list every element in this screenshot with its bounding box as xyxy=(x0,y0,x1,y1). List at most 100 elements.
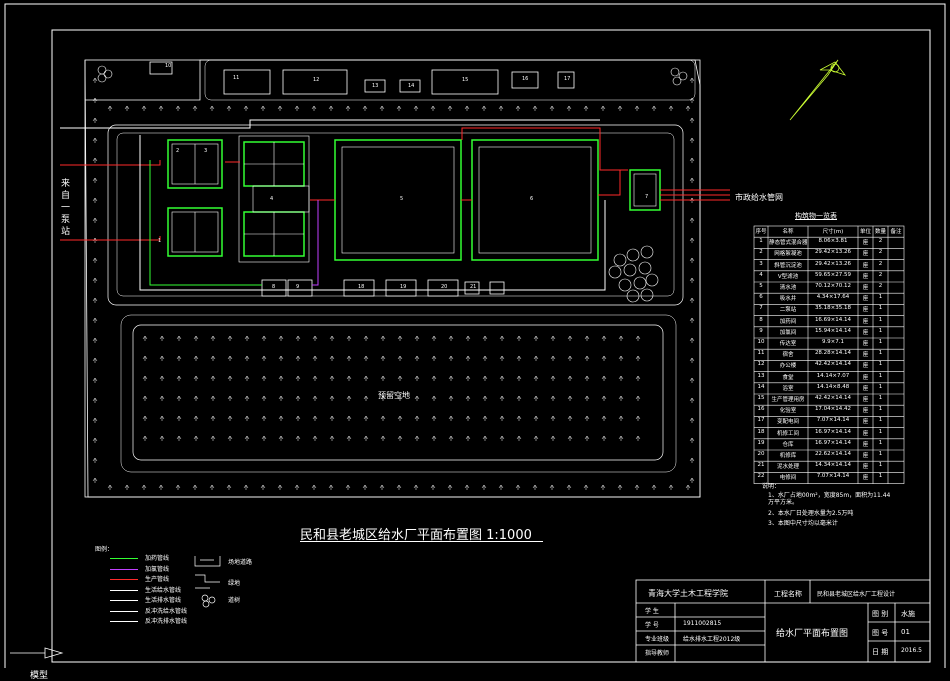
tree-mark xyxy=(244,375,250,381)
tree-mark xyxy=(515,484,521,490)
tree-mark xyxy=(634,484,640,490)
table-header-cell: 单位 xyxy=(859,229,871,235)
tree-mark xyxy=(192,484,198,490)
table-cell: 9 xyxy=(759,327,763,334)
tree-mark xyxy=(448,435,454,441)
table-cell: 17 xyxy=(757,417,765,424)
inlet-pipe-1 xyxy=(60,160,161,166)
table-cell: 1 xyxy=(878,473,883,480)
table-cell: 70.12×70.12 xyxy=(814,283,852,289)
tree-mark xyxy=(92,177,98,183)
tree-mark xyxy=(413,484,419,490)
tree-mark xyxy=(107,484,113,490)
tree-mark xyxy=(516,435,522,441)
table-cell: 座 xyxy=(862,397,869,403)
tree-mark xyxy=(260,484,266,490)
tree-mark xyxy=(92,457,98,463)
table-cell: 17.04×14.42 xyxy=(814,406,852,413)
tree-mark xyxy=(689,277,695,283)
tree-mark xyxy=(210,395,216,401)
tree-mark xyxy=(92,257,98,263)
tree-mark xyxy=(244,335,250,341)
table-cell: 1 xyxy=(878,395,883,401)
table-cell: 座 xyxy=(862,240,869,247)
tree-mark xyxy=(175,484,181,490)
building-17 xyxy=(557,71,575,89)
legend-line xyxy=(110,579,138,580)
tree-mark xyxy=(261,335,267,341)
tree-mark xyxy=(92,397,98,403)
tree-mark xyxy=(142,355,148,361)
table-cell: 1 xyxy=(878,361,883,368)
tree-mark xyxy=(498,484,504,490)
tree-mark xyxy=(193,395,199,401)
tb-id-value: 1911002815 xyxy=(683,620,722,627)
tree-mark xyxy=(549,105,555,111)
table-cell: 29.42×13.26 xyxy=(814,249,852,256)
table-cell: 座 xyxy=(862,341,869,347)
table-cell: 7.07×14.14 xyxy=(816,417,850,424)
tree-mark xyxy=(583,484,589,490)
table-cell: 1 xyxy=(878,417,883,424)
tree-mark xyxy=(601,395,607,401)
table-cell: 6 xyxy=(759,294,763,301)
unit-number: 5 xyxy=(400,196,403,202)
tree-mark xyxy=(689,477,695,483)
tree-mark xyxy=(243,484,249,490)
table-cell: 静态管式混合器 xyxy=(769,240,807,247)
tree-mark xyxy=(567,415,573,421)
building-19 xyxy=(385,279,417,297)
table-cell: 电修间 xyxy=(779,475,797,482)
tree-mark xyxy=(142,435,148,441)
unit-number: 4 xyxy=(270,196,273,202)
tree-mark xyxy=(295,355,301,361)
tree-mark xyxy=(482,435,488,441)
table-cell: 2 xyxy=(878,238,883,245)
clearwell-1 xyxy=(334,139,462,261)
tree-mark xyxy=(92,217,98,223)
table-cell: 座 xyxy=(862,251,869,258)
tree-mark xyxy=(176,395,182,401)
model-tab[interactable]: 模型 xyxy=(30,671,49,681)
table-cell: 16.97×14.14 xyxy=(814,428,852,435)
tree-mark xyxy=(380,435,386,441)
tree-mark xyxy=(481,484,487,490)
building-12 xyxy=(282,69,348,95)
table-cell: 16.97×14.14 xyxy=(814,439,852,446)
tree-mark xyxy=(176,375,182,381)
tb-project-label: 工程名称 xyxy=(774,590,802,598)
tree-mark xyxy=(277,105,283,111)
drain-pipe xyxy=(139,135,500,291)
note-3: 3、本图中尺寸均以毫米计 xyxy=(768,520,838,527)
top-road xyxy=(204,59,696,101)
tree-mark xyxy=(396,484,402,490)
inlet-label-2: 自 xyxy=(61,191,71,201)
tree-mark xyxy=(295,415,301,421)
tree-mark xyxy=(210,375,216,381)
tree-mark xyxy=(124,105,130,111)
tree-mark xyxy=(176,335,182,341)
tree-mark xyxy=(278,415,284,421)
table-cell: 座 xyxy=(862,464,869,471)
legend-line xyxy=(110,600,138,601)
table-cell: 变配电间 xyxy=(776,419,799,426)
inlet-label-3: 一 xyxy=(61,203,71,213)
table-cell: 座 xyxy=(862,430,869,437)
legend-symbol-2: 绿地 xyxy=(228,580,241,587)
table-cell: 28.28×14.14 xyxy=(814,350,852,357)
unit-number: 11 xyxy=(233,75,239,81)
table-cell: 3 xyxy=(759,260,763,267)
table-cell: 9.9×7.1 xyxy=(821,339,845,345)
tree-mark xyxy=(260,105,266,111)
tree-mark xyxy=(618,375,624,381)
tree-mark xyxy=(193,375,199,381)
table-cell: 2 xyxy=(759,249,763,256)
tree-mark xyxy=(413,105,419,111)
tree-mark xyxy=(499,375,505,381)
inner-road-loop-2 xyxy=(116,132,675,297)
table-cell: 10 xyxy=(757,339,765,345)
tree-mark xyxy=(689,317,695,323)
tree-mark xyxy=(431,395,437,401)
tree-mark xyxy=(600,105,606,111)
outlet-pipe xyxy=(660,189,730,201)
